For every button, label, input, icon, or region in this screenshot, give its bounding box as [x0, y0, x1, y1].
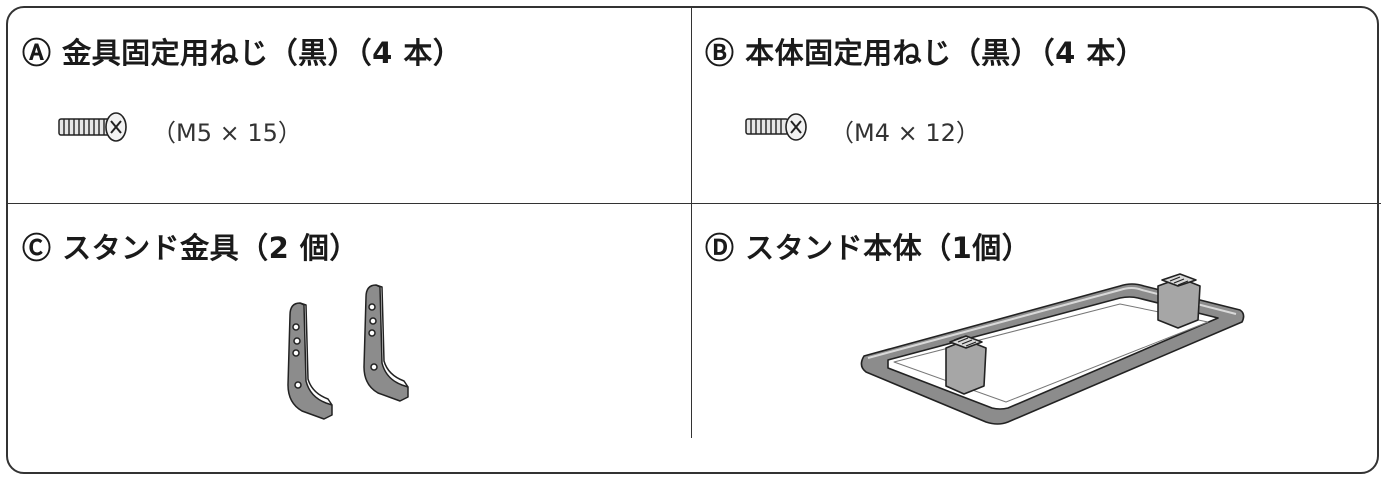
part-a-title: Ⓐ 金具固定用ねじ（黒）（4 本）: [22, 36, 463, 70]
row-divider: [6, 203, 1381, 204]
part-d-title: Ⓓ スタンド本体（1個）: [705, 231, 1032, 265]
column-divider: [691, 6, 692, 438]
stand-bracket-illustration: [287, 284, 409, 420]
parts-table-frame: [6, 6, 1379, 474]
part-b-title: Ⓑ 本体固定用ねじ（黒）（4 本）: [705, 36, 1146, 70]
part-c-title: Ⓒ スタンド金具（2 個）: [22, 231, 359, 265]
screw-icon: [58, 112, 127, 142]
stand-base-illustration: [860, 273, 1245, 425]
part-a-spec: （M5 × 15）: [152, 119, 302, 147]
part-b-spec: （M4 × 12）: [830, 119, 980, 147]
screw-icon: [745, 113, 807, 141]
